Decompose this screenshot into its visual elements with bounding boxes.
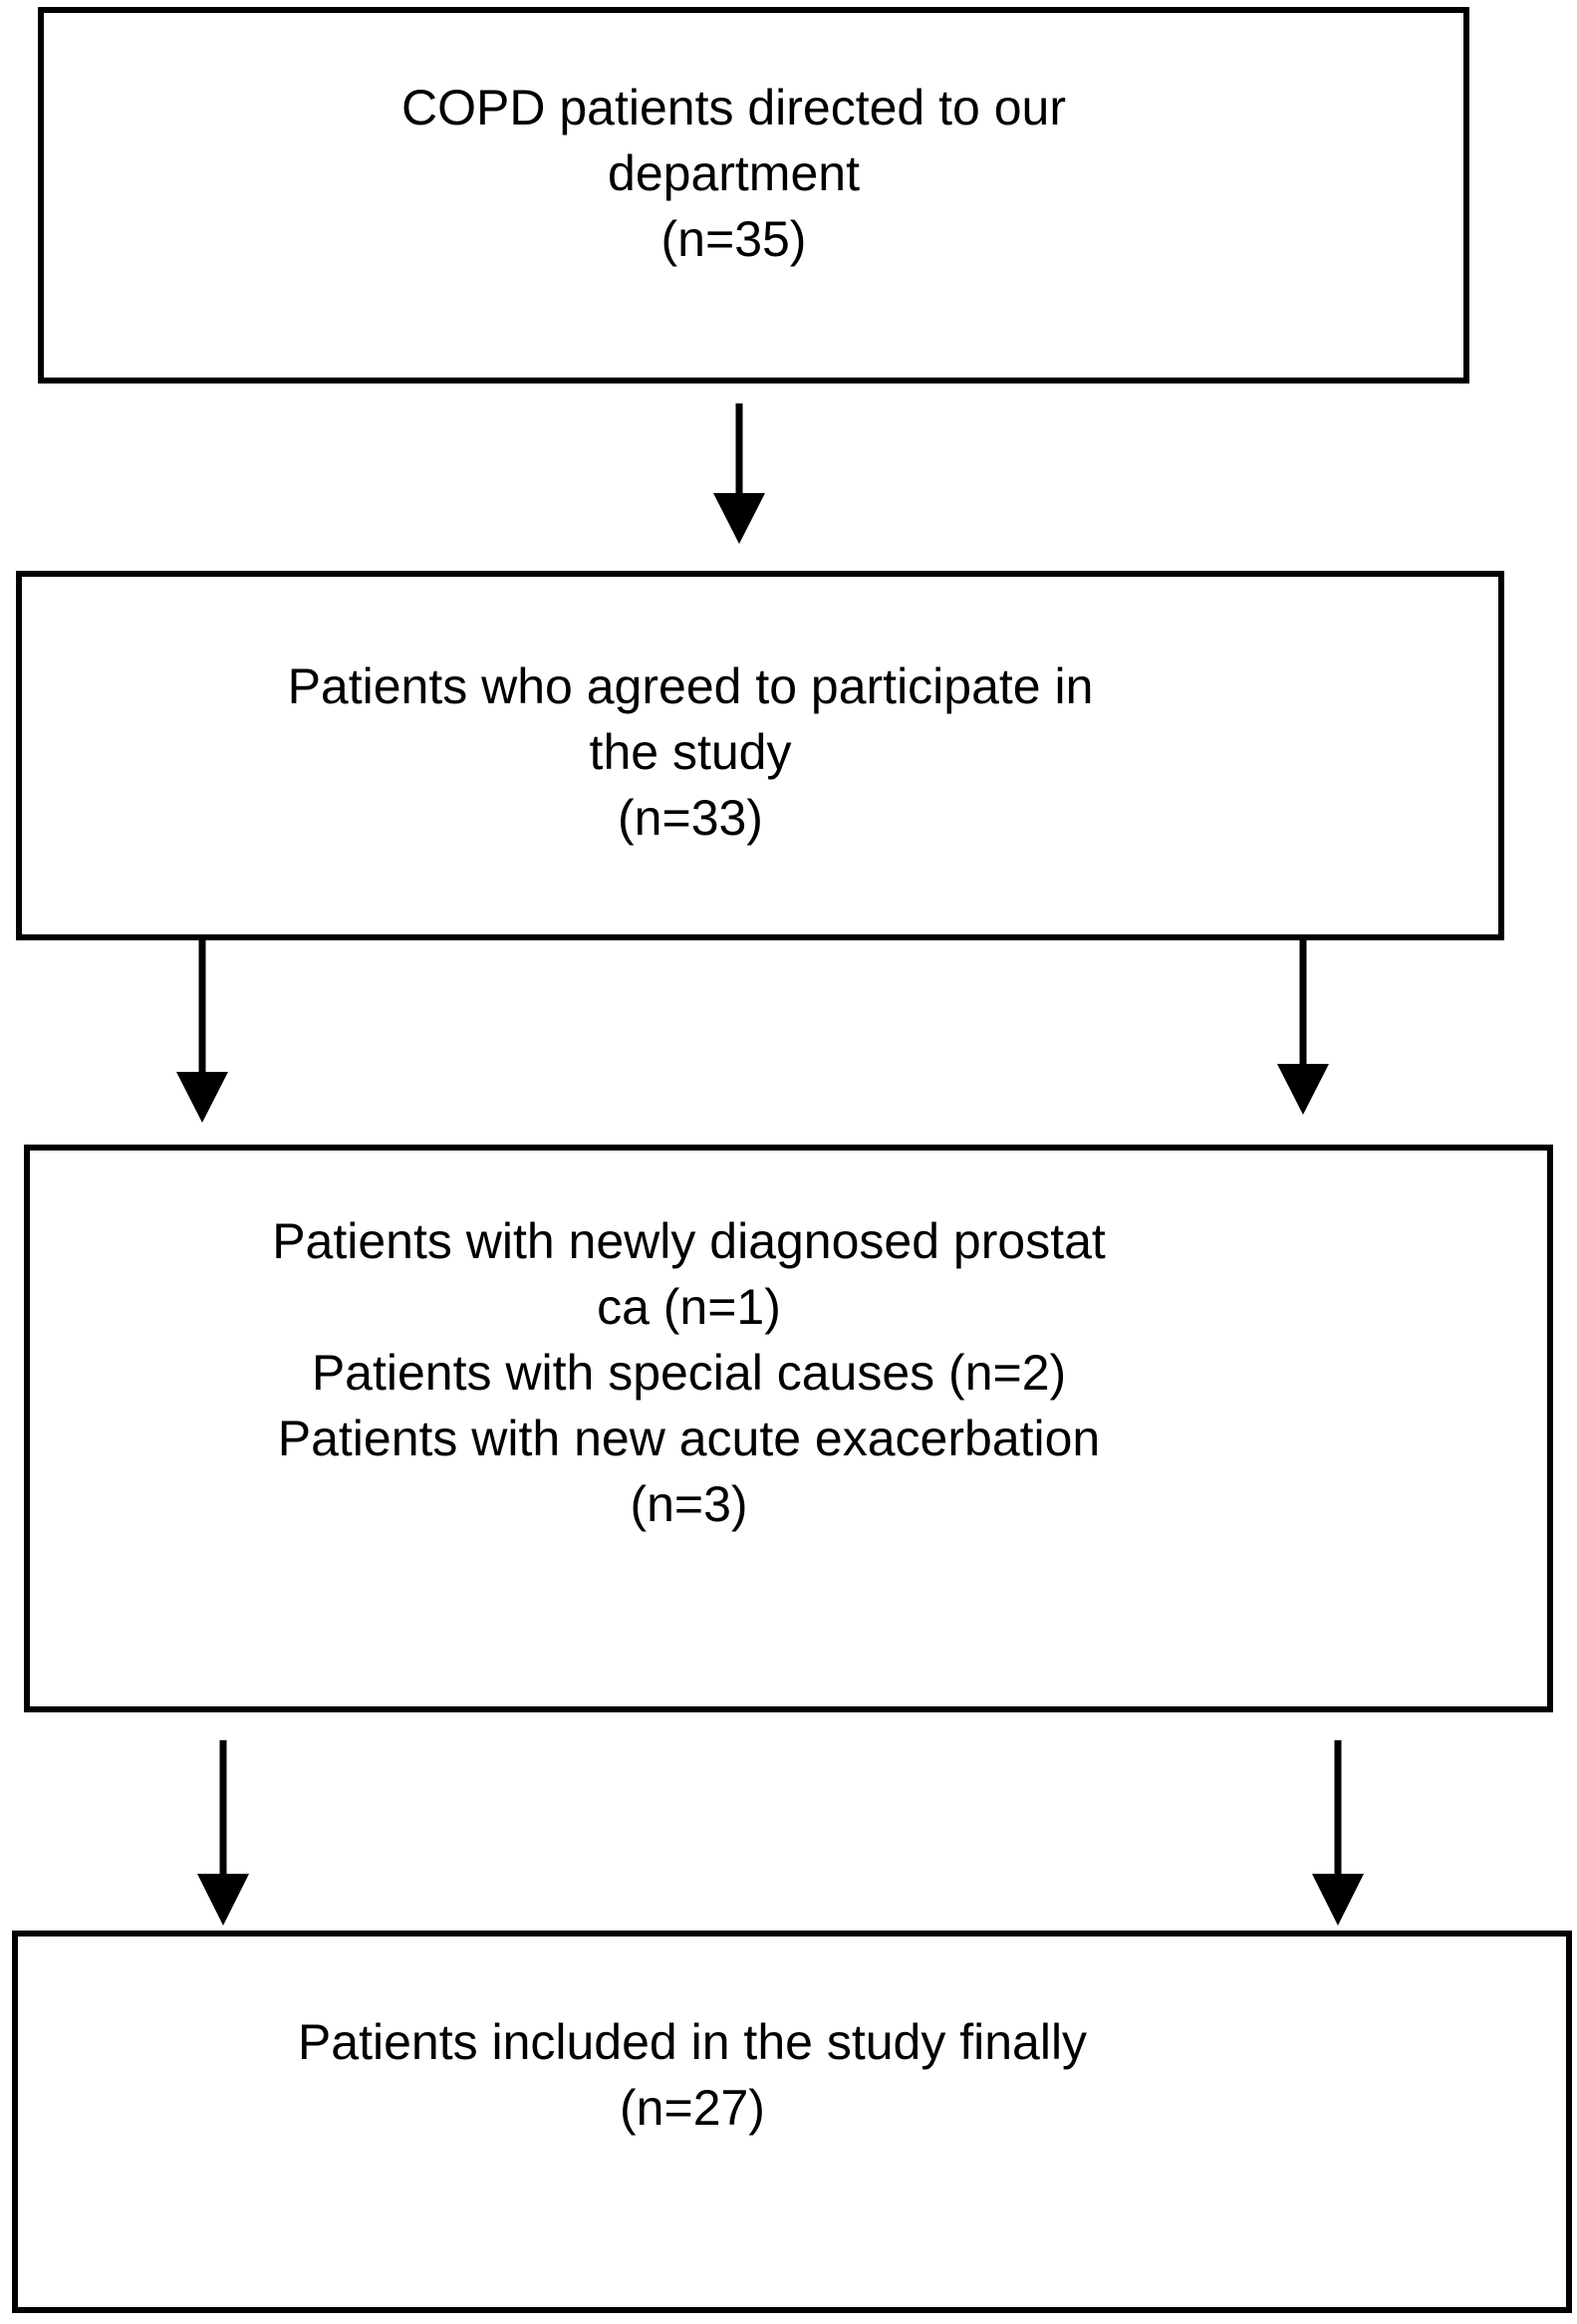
box-patients-agreed-text: Patients who agreed to participate in th… xyxy=(0,653,1429,851)
box-patients-included-finally-text: Patients included in the study finally (… xyxy=(0,2009,1466,2141)
box-line: Patients with special causes (n=2) xyxy=(311,1345,1067,1401)
box-patients-included-finally: Patients included in the study finally (… xyxy=(12,1931,1572,2313)
box-copd-patients-directed: COPD patients directed to our department… xyxy=(38,7,1469,384)
box-line: (n=27) xyxy=(620,2080,765,2136)
box-line: Patients who agreed to participate in xyxy=(287,658,1094,714)
arrow-2-to-3-right xyxy=(1277,922,1329,1115)
box-line: (n=35) xyxy=(660,211,807,267)
arrow-3-to-4-right xyxy=(1312,1740,1364,1926)
box-line: the study xyxy=(589,724,792,780)
arrow-3-to-4-left xyxy=(197,1740,249,1926)
box-line: (n=33) xyxy=(618,790,763,846)
arrow-1-to-2 xyxy=(713,403,765,544)
arrow-2-to-3-left xyxy=(176,940,228,1123)
box-line: Patients with new acute exacerbation xyxy=(277,1411,1101,1466)
box-copd-patients-directed-text: COPD patients directed to our department… xyxy=(24,75,1444,272)
box-line: Patients with newly diagnosed prostat xyxy=(272,1213,1106,1269)
box-line: ca (n=1) xyxy=(597,1279,781,1335)
box-line: COPD patients directed to our xyxy=(401,80,1066,135)
box-line: department xyxy=(608,145,860,201)
box-line: (n=3) xyxy=(630,1476,748,1532)
box-patients-excluded: Patients with newly diagnosed prostat ca… xyxy=(24,1145,1553,1712)
box-patients-agreed: Patients who agreed to participate in th… xyxy=(16,571,1504,940)
box-patients-excluded-text: Patients with newly diagnosed prostat ca… xyxy=(0,1208,1447,1537)
box-line: Patients included in the study finally xyxy=(297,2014,1088,2070)
